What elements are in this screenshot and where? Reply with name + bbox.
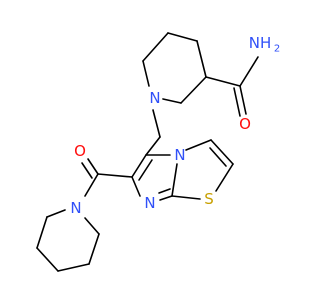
atom-labels: NH 2 O N O N N N S [70,34,280,217]
bond-im-n-c8a-b [158,188,171,194]
bond-pip2-c6-n [46,209,66,218]
bond-amide-c-o-a [239,85,247,115]
bond-pip1-c2-n [162,98,182,104]
bond-ch2-c5 [145,136,161,156]
bond-amide-c-n [239,56,259,87]
bond-pip1-c5-c4 [167,32,198,42]
bond-pip2-c3-c4 [57,263,90,272]
bond-th-s-c8a [171,195,201,200]
bond-pip2-c5-c6 [36,216,48,249]
bond-im-c6-n [131,176,141,197]
bond-im-c8a-nbridge [171,163,178,197]
bond-im-c5-c6-a [131,154,147,178]
bond-pip2-n-c2 [84,217,100,235]
bond-pip1-c3-c2 [180,76,207,104]
bond-th-c1-c2-a [210,139,234,165]
ketone-oxygen-label: O [74,142,86,160]
bond-th-c1-c2-b [209,147,227,167]
bond-n-ch2 [152,109,161,138]
bond-pip2-c2-c3 [88,233,100,265]
bond-amide-c-ring [205,76,241,87]
bond-pip1-c4-c3 [196,40,207,78]
amide-nitrogen-subscript: 2 [274,44,280,55]
bond-amide-c-o-b [233,87,241,117]
bond-carbonyl-o-b [81,162,93,179]
molecule-canvas: NH 2 O N O N N N S [36,32,280,272]
bond-th-nbridge-c1 [185,139,212,151]
bond-c6-carbonyl [97,173,133,178]
bond-im-c5-c6-b [138,159,153,181]
thiazole-sulfur-label: S [204,190,214,208]
amide-oxygen-label: O [239,115,251,133]
bond-im-n-c8a-a [159,195,173,201]
bond-th-c2-s [215,163,234,192]
bonds [36,32,259,272]
bond-pip2-c4-c5 [36,247,59,272]
amide-nitrogen-label: NH [249,34,272,52]
bond-carbonyl-n [84,173,99,197]
imidazole-nitrogen-label: N [144,194,155,212]
bond-pip1-n-c6 [142,60,150,87]
bond-carbonyl-o-a [87,158,99,175]
imidazole-nitrogen-bridge-label: N [174,146,185,164]
bond-pip1-c6-c5 [142,32,169,62]
piperidine-nitrogen-top-label: N [149,89,160,107]
structure-diagram: NH 2 O N O N N N S [36,32,280,272]
piperidine-nitrogen-bottom-label: N [70,199,81,217]
